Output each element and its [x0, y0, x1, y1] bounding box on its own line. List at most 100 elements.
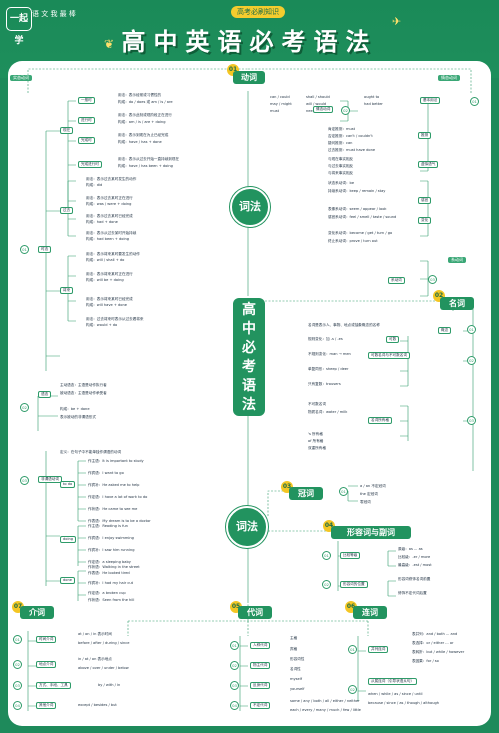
- node-keshu: 可数: [386, 336, 400, 343]
- node-prep-other: 其他介词: [36, 702, 57, 709]
- prep-other-1: except / besides / but: [78, 703, 117, 707]
- done-4: 作状语：Seen from the hill: [88, 598, 135, 602]
- guoqu-5: 用法：表示过去某时已经完成: [86, 214, 133, 218]
- guoqu-2: 构成：did: [86, 183, 103, 187]
- node-number-02-right: 02: [341, 106, 350, 115]
- xidong-6: 终止系动词：prove / turn out: [328, 239, 378, 243]
- doing-3: 作宾补：I saw him running: [88, 548, 135, 552]
- weizhi-1: 形容词修饰名词前置: [398, 577, 431, 581]
- doing-1: 作主语：Reading is fun: [88, 524, 128, 528]
- pron-reflexive-1: myself: [290, 677, 302, 681]
- modal-word-5: will / would: [306, 102, 327, 106]
- conj-coord-2: 表选择：or / either ... or: [412, 641, 454, 645]
- section-title-article: 冠词: [289, 487, 323, 500]
- conj-coord-4: 表因果：for / so: [412, 659, 439, 663]
- yutai-2: 被动语态：主语是动作承受者: [60, 391, 107, 395]
- done-2: 作宾补：I had my hair cut: [88, 581, 134, 585]
- keshu-4: 只有复数：trousers: [308, 382, 341, 386]
- bukeshu-2: 物质名词：water / milk: [308, 410, 348, 414]
- wjx-usage: 用法：表示从过去开始一直持续到现在: [118, 157, 180, 161]
- modal-word-1: can / could: [270, 95, 290, 99]
- paper-plane-icon: ✈: [392, 15, 402, 28]
- guoqu-7: 用法：表示从过去某时开始持续: [86, 231, 137, 235]
- node-number-03-left: 03: [20, 476, 29, 485]
- jianglai-6: 构成：will have + done: [86, 303, 127, 307]
- section-title-adj-adv: 形容词与副词: [331, 526, 411, 539]
- todo-2: 作宾语：I want to go: [88, 471, 124, 475]
- pron-possessive-2: 名词性: [290, 667, 301, 671]
- keshu-2: 不规则变化：man → men: [308, 352, 351, 356]
- yutai-1: 主动语态：主语是动作执行者: [60, 383, 107, 387]
- doing-4: 作定语：a sleeping baby: [88, 560, 131, 564]
- doing-2: 作宾语：I enjoy swimming: [88, 536, 134, 540]
- node-pron-personal: 人称代词: [250, 642, 271, 649]
- node-number-01: 01: [20, 245, 29, 254]
- section-title-pronoun: 代词: [238, 606, 272, 619]
- suoyou-2: of 所有格: [308, 439, 324, 443]
- tag-xidong: 系动词: [448, 257, 466, 263]
- article-zero: 零冠词: [360, 500, 371, 504]
- wancheng-usage: 用法：表示到现在为止已经完成: [118, 133, 169, 137]
- done-1: 作表语：He looked tired: [88, 571, 130, 575]
- todo-6: 作表语：My dream is to be a doctor: [88, 519, 151, 523]
- pron-number-03: 03: [230, 681, 239, 690]
- section-title-noun: 名词: [440, 297, 474, 310]
- prep-time-1: at / on / in 表示时间: [78, 632, 112, 636]
- xuni-1: 与现在事实相反: [328, 157, 354, 161]
- article-number-01: 01: [339, 487, 348, 496]
- yutai-3: 构成：be + done: [60, 407, 90, 411]
- conj-number-02: 02: [348, 685, 357, 694]
- noun-number-03: 03: [467, 416, 476, 425]
- yiban-usage: 用法：表示经常或习惯性的: [118, 93, 162, 97]
- modal-word-8: had better: [364, 102, 383, 106]
- keshu-3: 单复同形：sheep / deer: [308, 367, 349, 371]
- center-node-jufa: 词法: [226, 506, 268, 548]
- node-conj-coord: 并列连词: [368, 646, 389, 653]
- bukeshu-1: 不可数名词: [308, 402, 326, 406]
- brand-subtitle: 语 文 我 最 棒: [32, 10, 76, 18]
- node-yiban: 一般时: [78, 97, 95, 104]
- todo-4: 作定语：I have a lot of work to do: [88, 495, 148, 499]
- center-node-cifa: 词法: [230, 187, 270, 227]
- node-wancheng: 完成时: [78, 137, 95, 144]
- pron-number-04: 04: [230, 701, 239, 710]
- node-number-03-right: 03: [428, 275, 437, 284]
- weizhi-2: 修饰不定代词后置: [398, 591, 427, 595]
- node-noun-kinds: 可数名词与不可数名词: [368, 352, 410, 359]
- prep-place-1: in / at / on 表示地点: [78, 657, 112, 661]
- yutai-4: 表示被动的非谓语形式: [60, 415, 96, 419]
- jianglai-2: 构成：will / shall + do: [86, 258, 125, 262]
- yiban-form: 构成：do / does 或 am / is / are: [118, 100, 173, 104]
- todo-5: 作状语：He came to see me: [88, 507, 138, 511]
- pron-personal-2: 宾格: [290, 647, 298, 651]
- node-jianglai: 将来: [60, 287, 74, 294]
- guoqu-3: 用法：表示过去某时正在进行: [86, 196, 133, 200]
- node-suoyou: 名词所有格: [368, 417, 392, 424]
- brand-logo: 一起学: [6, 7, 32, 46]
- node-conj-sub: 从属连词（引导状语从句）: [368, 678, 418, 685]
- modal-word-7: ought to: [364, 95, 380, 99]
- guoqu-8: 构成：had been + doing: [86, 237, 129, 241]
- pron-personal-1: 主格: [290, 636, 298, 640]
- node-ganguan: 感官: [418, 197, 432, 204]
- section-title-verb: 动词: [233, 71, 265, 84]
- gqjl-2: 构成：would + do: [86, 323, 118, 327]
- node-pron-possessive: 物主代词: [250, 662, 271, 669]
- tuice-2: 否定推测：can't / couldn't: [328, 134, 373, 138]
- node-guoqu: 过去: [60, 207, 74, 214]
- conj-number-01: 01: [348, 645, 357, 654]
- prep-number-01: 01: [13, 635, 22, 644]
- node-number-01-right: 01: [470, 97, 479, 106]
- pron-number-02: 02: [230, 661, 239, 670]
- modal-word-2: may / might: [270, 102, 292, 106]
- jinxing-usage: 用法：表示此刻或现阶段正在进行: [118, 113, 172, 117]
- gqjl-1: 用法：过去将来时表示从过去看将来: [86, 317, 144, 321]
- adj-number-02: 02: [322, 580, 331, 589]
- todo-3: 作宾补：He asked me to help: [88, 483, 140, 487]
- node-noun-def: 概念: [438, 327, 452, 334]
- pron-indef-2: each / every / many / much / few / littl…: [290, 708, 361, 712]
- node-bianhua: 变化: [418, 217, 432, 224]
- xuni-3: 与将来事实相反: [328, 171, 354, 175]
- node-shitai: 时态: [38, 246, 52, 253]
- xidong-4: 感官系动词：feel / smell / taste / sound: [328, 215, 397, 219]
